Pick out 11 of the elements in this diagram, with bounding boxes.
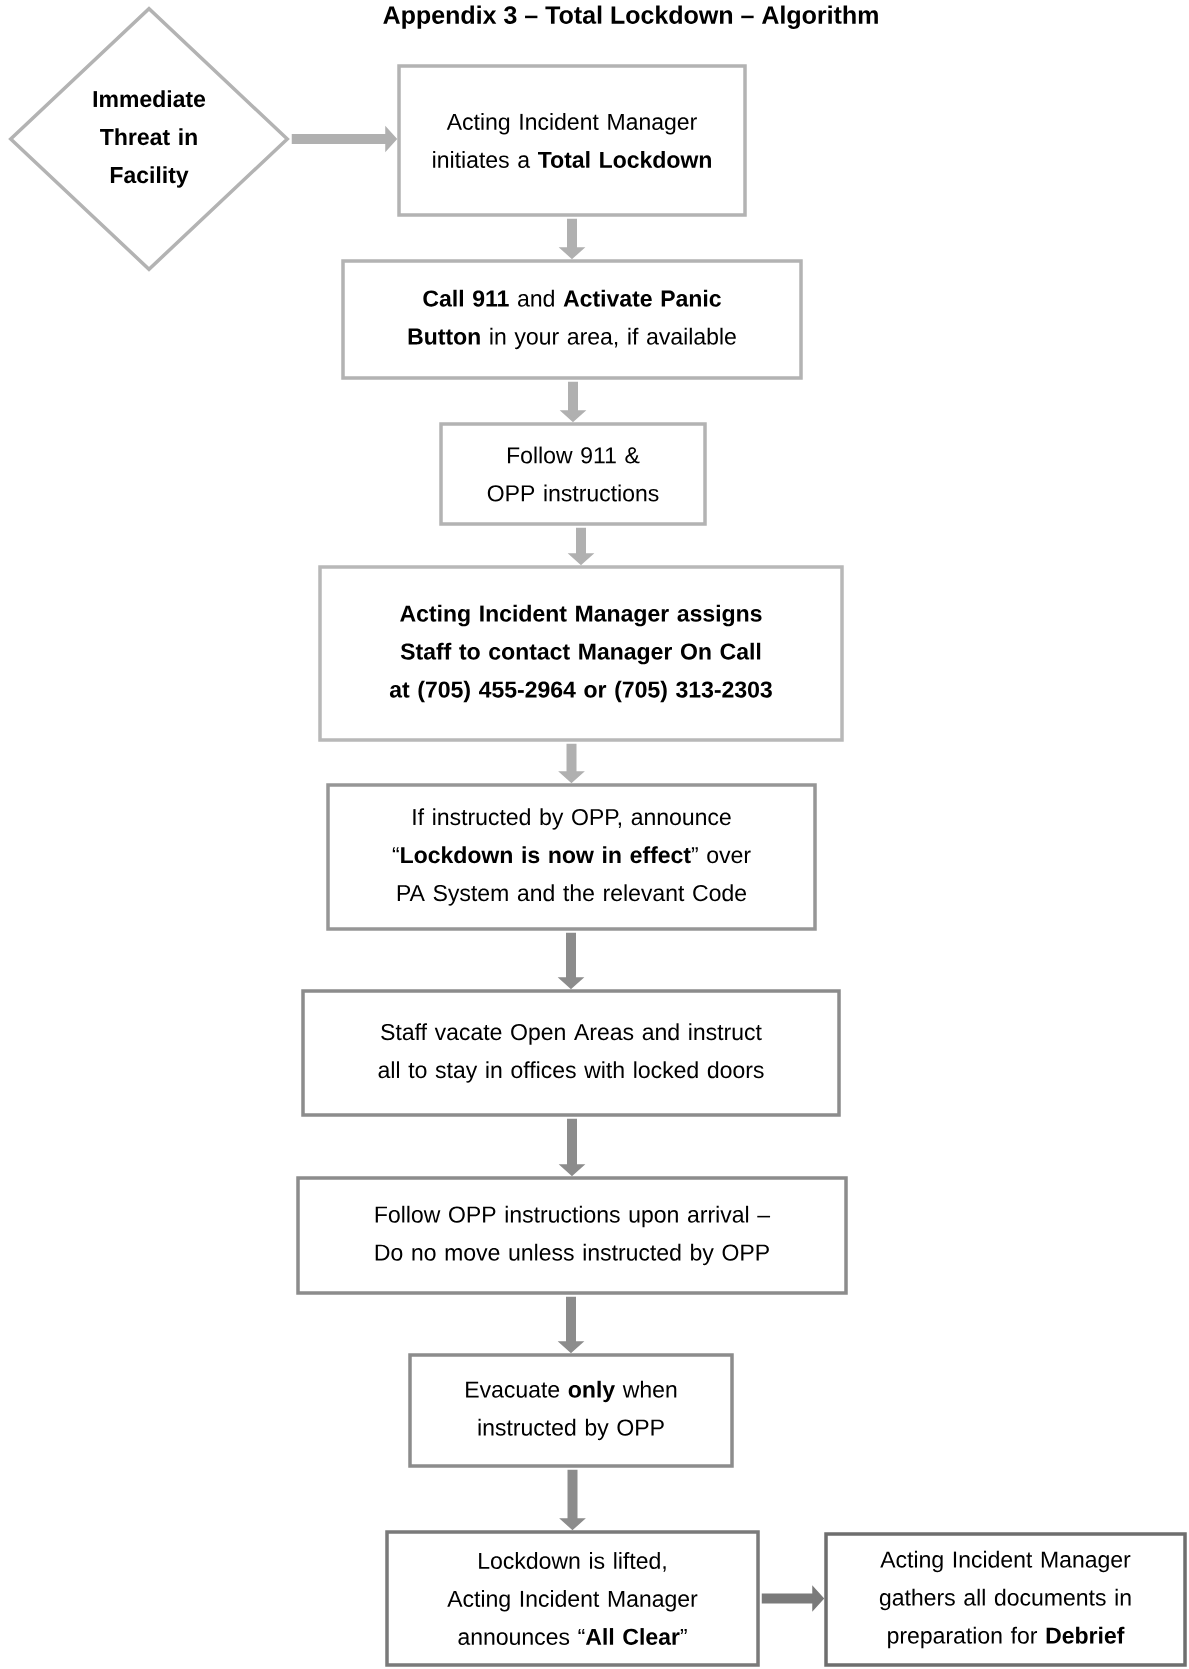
process-box: Staff vacate Open Areas and instruct all to stay in offices with locked doors	[301, 989, 841, 1117]
process-box: If instructed by OPP, announce “Lockdown is now in effect” over PA System and the relevant Code	[326, 783, 817, 931]
process-box: Acting Incident Manager assigns Staff to contact Manager On Call at (705) 455-2964 or (705) 313-2303	[318, 565, 844, 742]
process-box: Acting Incident Manager gathers all documents in preparation for Debrief	[824, 1532, 1187, 1667]
title: Appendix 3 – Total Lockdown – Algorithm	[383, 5, 878, 29]
process-box: Follow OPP instructions upon arrival – Do no move unless instructed by OPP	[296, 1176, 848, 1295]
process-box: Evacuate only when instructed by OPP	[408, 1353, 734, 1468]
process-box: Acting Incident Manager initiates a Total Lockdown	[397, 64, 747, 217]
process-box: Follow 911 & OPP instructions	[439, 422, 707, 526]
process-box: Lockdown is lifted, Acting Incident Manager announces “All Clear”	[385, 1530, 760, 1667]
process-box: Call 911 and Activate Panic Button in your area, if available	[341, 259, 803, 380]
